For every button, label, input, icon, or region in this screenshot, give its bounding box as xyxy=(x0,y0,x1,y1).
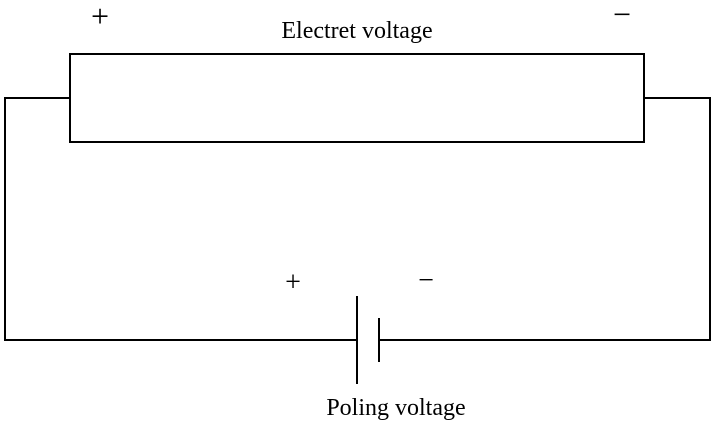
electret-negative-sign: − xyxy=(613,0,631,32)
electret-positive-sign: + xyxy=(91,0,109,34)
battery-negative-sign: − xyxy=(418,265,434,296)
battery-positive-sign: + xyxy=(285,267,301,298)
poling-voltage-label: Poling voltage xyxy=(326,395,465,421)
right-wire xyxy=(380,97,711,341)
electret-block xyxy=(69,53,645,143)
electret-voltage-label: Electret voltage xyxy=(281,18,432,44)
left-wire xyxy=(4,97,357,341)
